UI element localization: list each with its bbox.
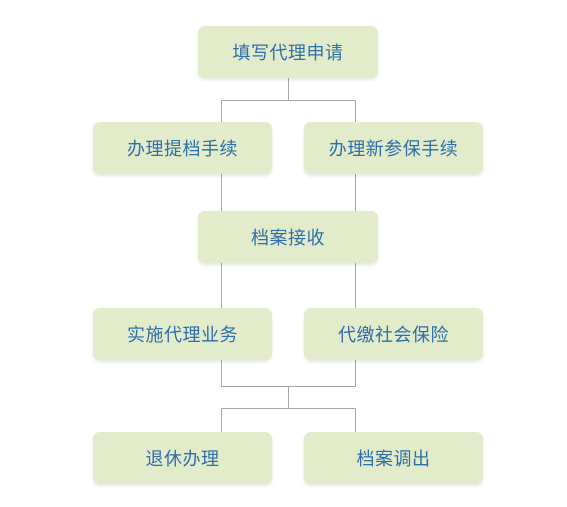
node-transfer-archive-procedure: 办理提档手续 <box>93 122 272 174</box>
node-new-insurance-procedure: 办理新参保手续 <box>304 122 483 174</box>
node-archive-receipt: 档案接收 <box>198 211 378 263</box>
node-implement-agency-business: 实施代理业务 <box>93 308 272 360</box>
connector-receive-split <box>221 263 356 308</box>
node-retirement-processing: 退休办理 <box>93 432 272 484</box>
connector-apply-split <box>221 78 356 122</box>
connector-merge-split-bottom <box>221 360 356 432</box>
connector-merge-to-receive <box>221 174 356 211</box>
node-archive-transfer-out: 档案调出 <box>304 432 483 484</box>
node-fill-agency-application: 填写代理申请 <box>198 26 378 78</box>
node-pay-social-insurance: 代缴社会保险 <box>304 308 483 360</box>
